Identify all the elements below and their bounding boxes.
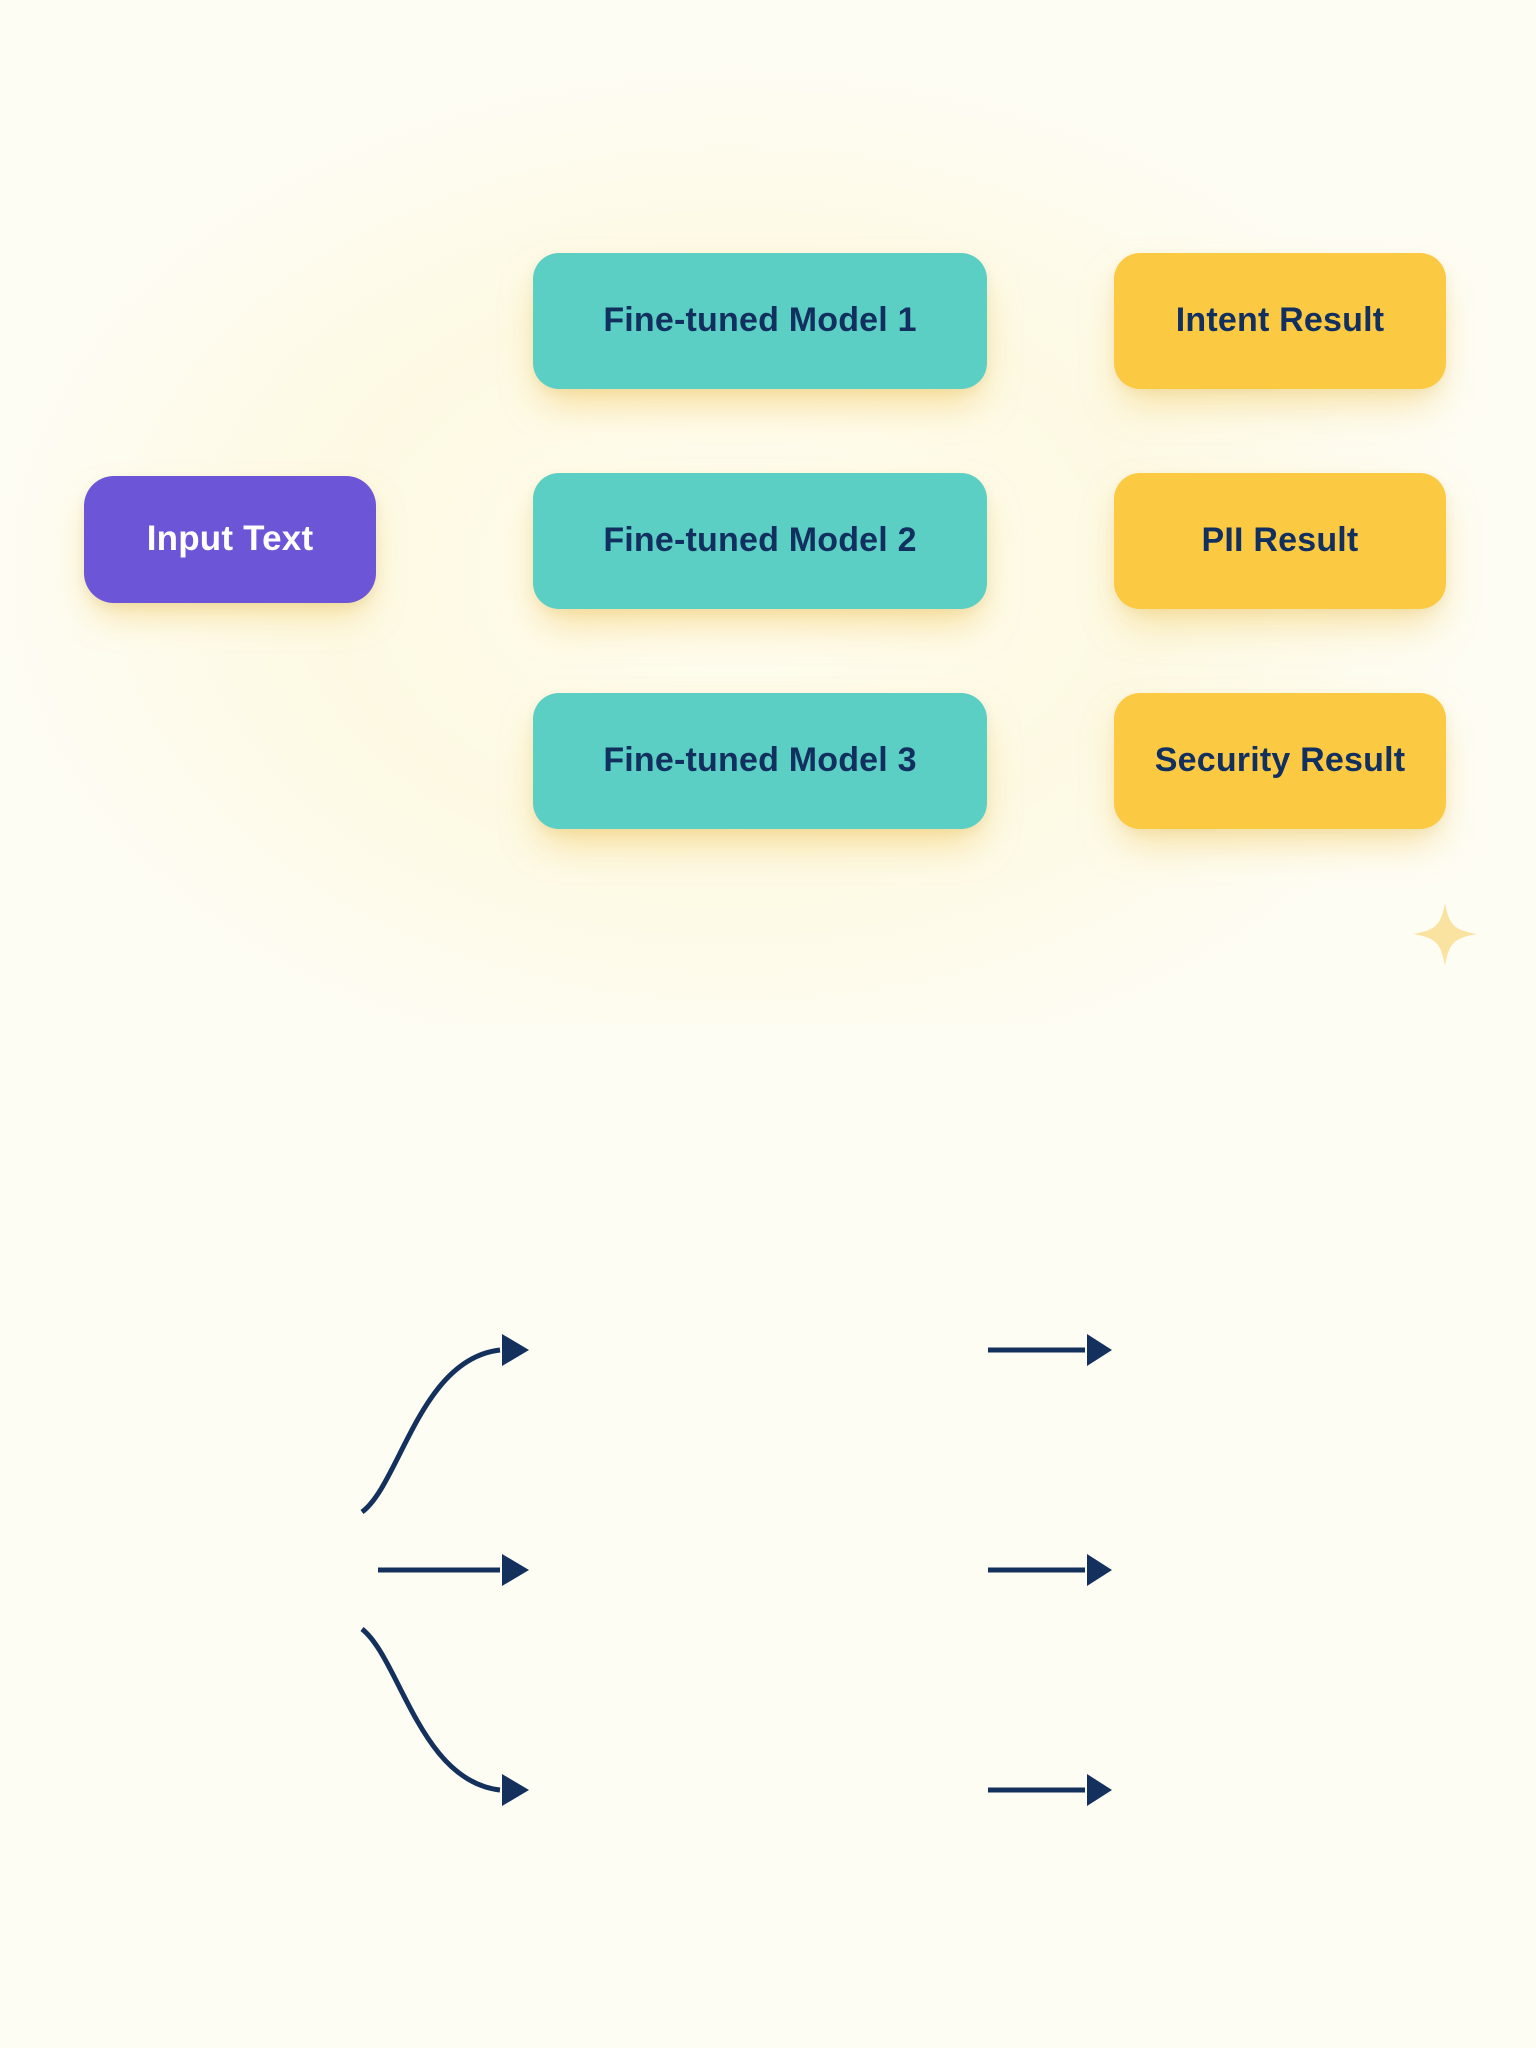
- node-fine-tuned-model-1-label: Fine-tuned Model 1: [603, 301, 917, 340]
- node-pii-result[interactable]: PII Result: [1114, 473, 1446, 609]
- node-fine-tuned-model-2-label: Fine-tuned Model 2: [603, 521, 917, 560]
- node-intent-result[interactable]: Intent Result: [1114, 253, 1446, 389]
- node-input-text[interactable]: Input Text: [84, 476, 376, 603]
- node-security-result-label: Security Result: [1154, 741, 1406, 780]
- node-security-result[interactable]: Security Result: [1114, 693, 1446, 829]
- diagram-canvas: Input Text Fine-tuned Model 1 Fine-tuned…: [0, 0, 1536, 1806]
- node-fine-tuned-model-1[interactable]: Fine-tuned Model 1: [533, 253, 987, 389]
- edge-input-to-model-2: [378, 1554, 529, 1586]
- edge-input-to-model-3: [360, 1627, 529, 1806]
- decoration-layer: [1413, 903, 1477, 966]
- edge-layer: [360, 1334, 1112, 1806]
- node-fine-tuned-model-3-label: Fine-tuned Model 3: [603, 741, 917, 780]
- edge-input-to-model-1: [360, 1334, 529, 1515]
- node-input-text-label: Input Text: [146, 519, 314, 559]
- node-fine-tuned-model-2[interactable]: Fine-tuned Model 2: [533, 473, 987, 609]
- edge-model-1-to-intent-result: [988, 1334, 1112, 1366]
- edge-model-3-to-security-result: [988, 1774, 1112, 1806]
- node-intent-result-label: Intent Result: [1175, 301, 1385, 340]
- node-pii-result-label: PII Result: [1201, 521, 1359, 560]
- sparkle-icon: [1413, 903, 1477, 966]
- node-fine-tuned-model-3[interactable]: Fine-tuned Model 3: [533, 693, 987, 829]
- edge-model-2-to-pii-result: [988, 1554, 1112, 1586]
